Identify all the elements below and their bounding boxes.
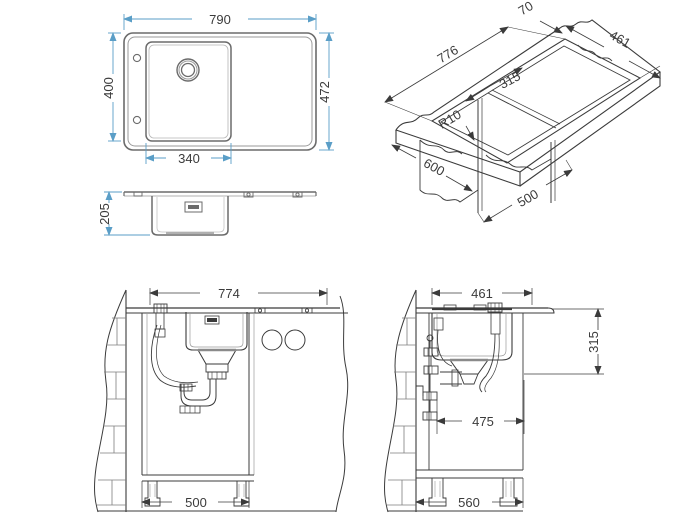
top-plan-view: 790 400 472 340 [101, 12, 334, 166]
dimension-70-label: 70 [516, 0, 536, 18]
dimension-70: 70 [516, 0, 563, 34]
sink-bowl-inner [148, 44, 229, 139]
overflow-hose-inner [156, 324, 199, 384]
burner-circle-right [284, 329, 306, 351]
break-line-left-lower [419, 140, 479, 203]
side-tap-ribs [490, 303, 500, 312]
side-cabinet-leg-right [499, 478, 518, 507]
sink-bowl-outline [145, 41, 232, 142]
dimension-560: 560 [415, 478, 524, 510]
drain-inner-ring [180, 62, 196, 78]
dimension-475: 475 [436, 380, 525, 434]
side-overflow-fitting [433, 317, 444, 331]
dimension-315-side: 315 [524, 308, 604, 375]
overflow-hose-outer [150, 324, 197, 388]
side-supply-hose [479, 333, 496, 393]
brick-courses [97, 317, 126, 506]
section-bowl-outline [151, 196, 229, 236]
elev-overflow-slot [207, 318, 217, 322]
ext-776-b [507, 26, 566, 40]
dimension-475-label: 475 [472, 414, 494, 429]
dimension-790-label: 790 [209, 12, 231, 27]
elev-mounting-clips [254, 308, 313, 314]
cabinet-leg-left [144, 481, 161, 507]
dimension-461-side: 461 [431, 286, 533, 305]
drain-nut-ribs [211, 372, 223, 379]
ext-500-a [477, 212, 485, 223]
dimension-400: 400 [101, 32, 117, 142]
dimension-560-label: 560 [458, 495, 480, 510]
dimension-774: 774 [149, 286, 328, 305]
tap-hole-upper [132, 53, 142, 63]
p-trap-bend [183, 379, 211, 401]
ext-461-iso [639, 65, 661, 79]
front-elevation-installation-view: 774 500 [94, 286, 349, 513]
brick-courses-2 [387, 317, 416, 506]
elev-overflow-plate [204, 315, 220, 325]
side-bowl-inner [436, 314, 507, 357]
dimension-315-side-label: 315 [586, 331, 601, 353]
break-line-mid [485, 154, 552, 171]
dimension-774-label: 774 [218, 286, 240, 301]
dimension-205: 205 [97, 191, 113, 236]
break-line-left [419, 139, 463, 155]
dimension-790: 790 [123, 12, 317, 27]
brick-wall-left [94, 289, 127, 513]
side-drain-cone [459, 373, 479, 385]
sink-rim-inner [127, 36, 313, 147]
tap-hole-lower [132, 115, 142, 125]
side-overflow-hose [437, 329, 453, 367]
dimension-472-label: 472 [317, 81, 332, 103]
dimension-461-side-label: 461 [471, 286, 493, 301]
dimension-500-front: 500 [141, 481, 250, 510]
cabinet-leg-right [233, 481, 250, 507]
waste-pipe-nut [451, 369, 459, 387]
dimension-472: 472 [317, 32, 333, 151]
cutout-aperture-inner [440, 45, 631, 156]
overflow-slot [188, 205, 199, 209]
dimension-340: 340 [145, 151, 232, 166]
worktop-right-nose [547, 307, 555, 314]
burner-circle-left [261, 329, 283, 351]
tap-nut [154, 328, 166, 338]
tap-fitting-ribs [156, 304, 165, 313]
wall-break-line [94, 289, 127, 513]
drain-outer-ring [176, 58, 200, 82]
overflow-plate [184, 201, 203, 213]
side-elevation-installation-view: 461 315 475 560 [384, 286, 604, 513]
worktop-front-edge [395, 130, 521, 187]
elev-bowl-inner [189, 313, 244, 348]
wall-break-line-2 [384, 289, 417, 513]
worktop-break-right [335, 295, 349, 513]
sink-outer-outline [123, 32, 317, 151]
valve-stack [416, 334, 439, 421]
side-cabinet-leg-left [428, 478, 447, 507]
side-tap-shank [490, 311, 501, 335]
side-mounting-clips [443, 304, 487, 311]
ext-500-b [565, 159, 573, 171]
dimension-205-label: 205 [97, 203, 112, 225]
dimension-340-label: 340 [178, 151, 200, 166]
mounting-clips [133, 192, 303, 198]
side-section-view: 205 [97, 191, 317, 236]
dimension-500-front-label: 500 [185, 495, 207, 510]
drain-mid-ring [178, 60, 198, 80]
brick-wall-right-view [384, 289, 417, 513]
ext-776-a [384, 101, 433, 122]
side-supply-hose-2 [484, 333, 500, 393]
break-line-right [577, 44, 613, 62]
dimension-400-label: 400 [101, 77, 116, 99]
